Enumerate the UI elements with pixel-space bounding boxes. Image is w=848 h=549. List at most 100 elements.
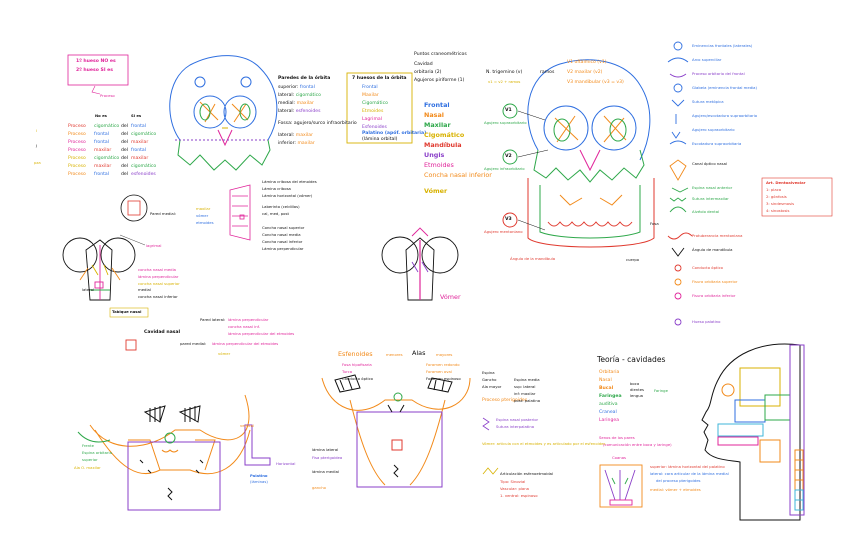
esf-right: Ala mayor xyxy=(482,384,502,389)
side-box-line: 1: placa xyxy=(766,187,782,192)
teoria-note: Coanas xyxy=(612,455,627,460)
pared-medial-label: Pared medial: xyxy=(150,211,177,216)
esf-part: Turca xyxy=(342,369,353,374)
table-cell: maxilar xyxy=(94,148,112,153)
v3-label: Agujero mentoniano xyxy=(484,229,523,234)
table-cell: cigomático xyxy=(131,164,157,169)
vomer-small: vómer xyxy=(218,351,231,356)
list-item: Laringea xyxy=(599,418,620,423)
list-item: Mandíbula xyxy=(424,141,462,149)
table-cell: frontal xyxy=(94,132,110,137)
list-item: Lámina cribosa del etmoides xyxy=(262,179,317,184)
pterygoid-process-diagram xyxy=(482,417,499,475)
nasal-septum-diagram xyxy=(120,184,251,241)
legend-item: Arco superciliar xyxy=(692,57,722,62)
skull-front-1 xyxy=(169,55,278,171)
table-cell: del xyxy=(121,156,129,161)
list-item: Maxilar xyxy=(362,93,379,98)
esfenoides-sub: mayores xyxy=(436,352,453,357)
table-row-label: Proceso xyxy=(68,148,86,153)
artic-line: Vascular: plana xyxy=(500,486,529,491)
table-cell: cigomático xyxy=(94,156,120,161)
puntos-line: Agujeros piriforme (1) xyxy=(414,78,465,83)
legend-item: Fisura orbitaria inferior xyxy=(692,293,736,298)
esf-part: Foramen redondo xyxy=(426,362,460,367)
trigemino-sub: v1 = v2 + ramos xyxy=(488,79,521,84)
cn-media-label: concha nasal media xyxy=(138,267,176,272)
esf-right: Gancho xyxy=(482,377,497,382)
huesos-footer: (lámina orbital) xyxy=(362,137,398,142)
list-item: Esfenoides xyxy=(362,125,387,130)
legend-item: Escotadura supraorbitaria xyxy=(692,141,742,146)
legend-item: Canal óptico nasal xyxy=(692,161,727,166)
legend-small-3: pza xyxy=(34,160,41,165)
vomer-note: Vómer: articula con el etmoides y es art… xyxy=(482,441,606,446)
legend-item: Protuberancia mentoniana xyxy=(692,233,743,238)
list-item: Concha nasal media xyxy=(262,232,301,237)
table-cell: cigomático xyxy=(131,132,157,137)
esf-gancho: gancho xyxy=(312,485,326,490)
table-cell: frontal xyxy=(94,172,110,177)
legend-item: Sutura metópica xyxy=(692,99,724,104)
v1-circle xyxy=(502,103,518,119)
table-row-label: Proceso xyxy=(68,140,86,145)
side-box-frame xyxy=(761,177,833,217)
teoria-note: (comunicación entre boca y laringe) xyxy=(603,442,672,447)
table-row-label: Proceso xyxy=(68,156,86,161)
vomer-label: Vómer xyxy=(440,293,461,301)
legend-item: Agujero/escotadura supraorbitario xyxy=(692,113,758,118)
list-item: Craneal xyxy=(599,410,617,415)
palatino-def: lateral: cara articular de la lámina med… xyxy=(650,471,729,476)
note-line-1: 1º hueso NO es xyxy=(76,59,116,64)
bucal-desc: boca xyxy=(630,381,640,386)
table-head-no: No es xyxy=(95,113,107,118)
legend-item: Glabela (eminencia frontal media) xyxy=(692,85,757,90)
list-item: lateral: esfenoides xyxy=(278,109,321,114)
table-cell: del xyxy=(121,164,129,169)
artic-line: 1. ventral: espinoso xyxy=(500,493,538,498)
nasal-cavity-diagram-left xyxy=(62,234,146,301)
table-row-label: Proceso xyxy=(68,132,86,137)
sphenoid-diagram-center xyxy=(321,374,471,488)
palatino-l-shape xyxy=(244,424,271,466)
bucal-desc: lengua xyxy=(630,393,643,398)
frontal-left-3: superior xyxy=(82,457,98,462)
list-item: Faringea xyxy=(599,394,622,399)
side-box-title: Art. Dentoalveolar xyxy=(766,180,806,185)
esf-lam: Fisa pterigoidea xyxy=(312,455,343,460)
nasal-col: vómer xyxy=(196,213,209,218)
side-box-line: 3: sindesmosis xyxy=(766,201,795,206)
v3-badge: V3 xyxy=(505,217,512,222)
artic-line: Tipo: Sinovial xyxy=(500,479,526,484)
v2-circle xyxy=(502,149,518,165)
legend-item: Alvéolo dental xyxy=(692,209,720,214)
list-item: Fossa: agujero/surco infraorbitario xyxy=(278,121,357,126)
esf-right: Espina xyxy=(482,370,495,375)
list-item: Concha nasal inferior xyxy=(262,239,303,244)
lagrimal-label: lagrimal xyxy=(146,243,162,248)
list-item: medial: maxilar xyxy=(278,101,314,106)
trigemino-ramos: ramos xyxy=(540,70,555,75)
list-item: Lámina perpendicular xyxy=(262,246,304,251)
list-item: Bucal xyxy=(599,386,614,391)
list-item: inferior: maxilar xyxy=(278,141,315,146)
nasal-col: maxilar xyxy=(196,206,211,211)
legend-small-2: J xyxy=(36,143,38,148)
v2-badge: V2 xyxy=(505,154,512,159)
list-item: Cigomático xyxy=(362,101,388,106)
table-cell: maxilar xyxy=(94,164,112,169)
list-item: Etmoides xyxy=(362,109,384,114)
list-item: Ungis xyxy=(424,151,445,159)
list-item: Frontal xyxy=(424,101,450,109)
v1-label: Agujero supraorbitario xyxy=(484,120,527,125)
pared-medial-v: lámina perpendicular del etmoides xyxy=(212,341,279,346)
legend-item: Ángulo de mandíbula xyxy=(692,247,733,252)
esfenoides-menores: menores xyxy=(386,352,403,357)
cavidad-nasal-label: Cavidad nasal xyxy=(144,330,181,335)
head-profile-cavities xyxy=(701,343,805,521)
table-cell: esfenoides xyxy=(131,172,156,177)
note-line-2: 2º hueso SI es xyxy=(76,68,113,73)
esfenoides-title: Esfenoides xyxy=(338,350,373,358)
